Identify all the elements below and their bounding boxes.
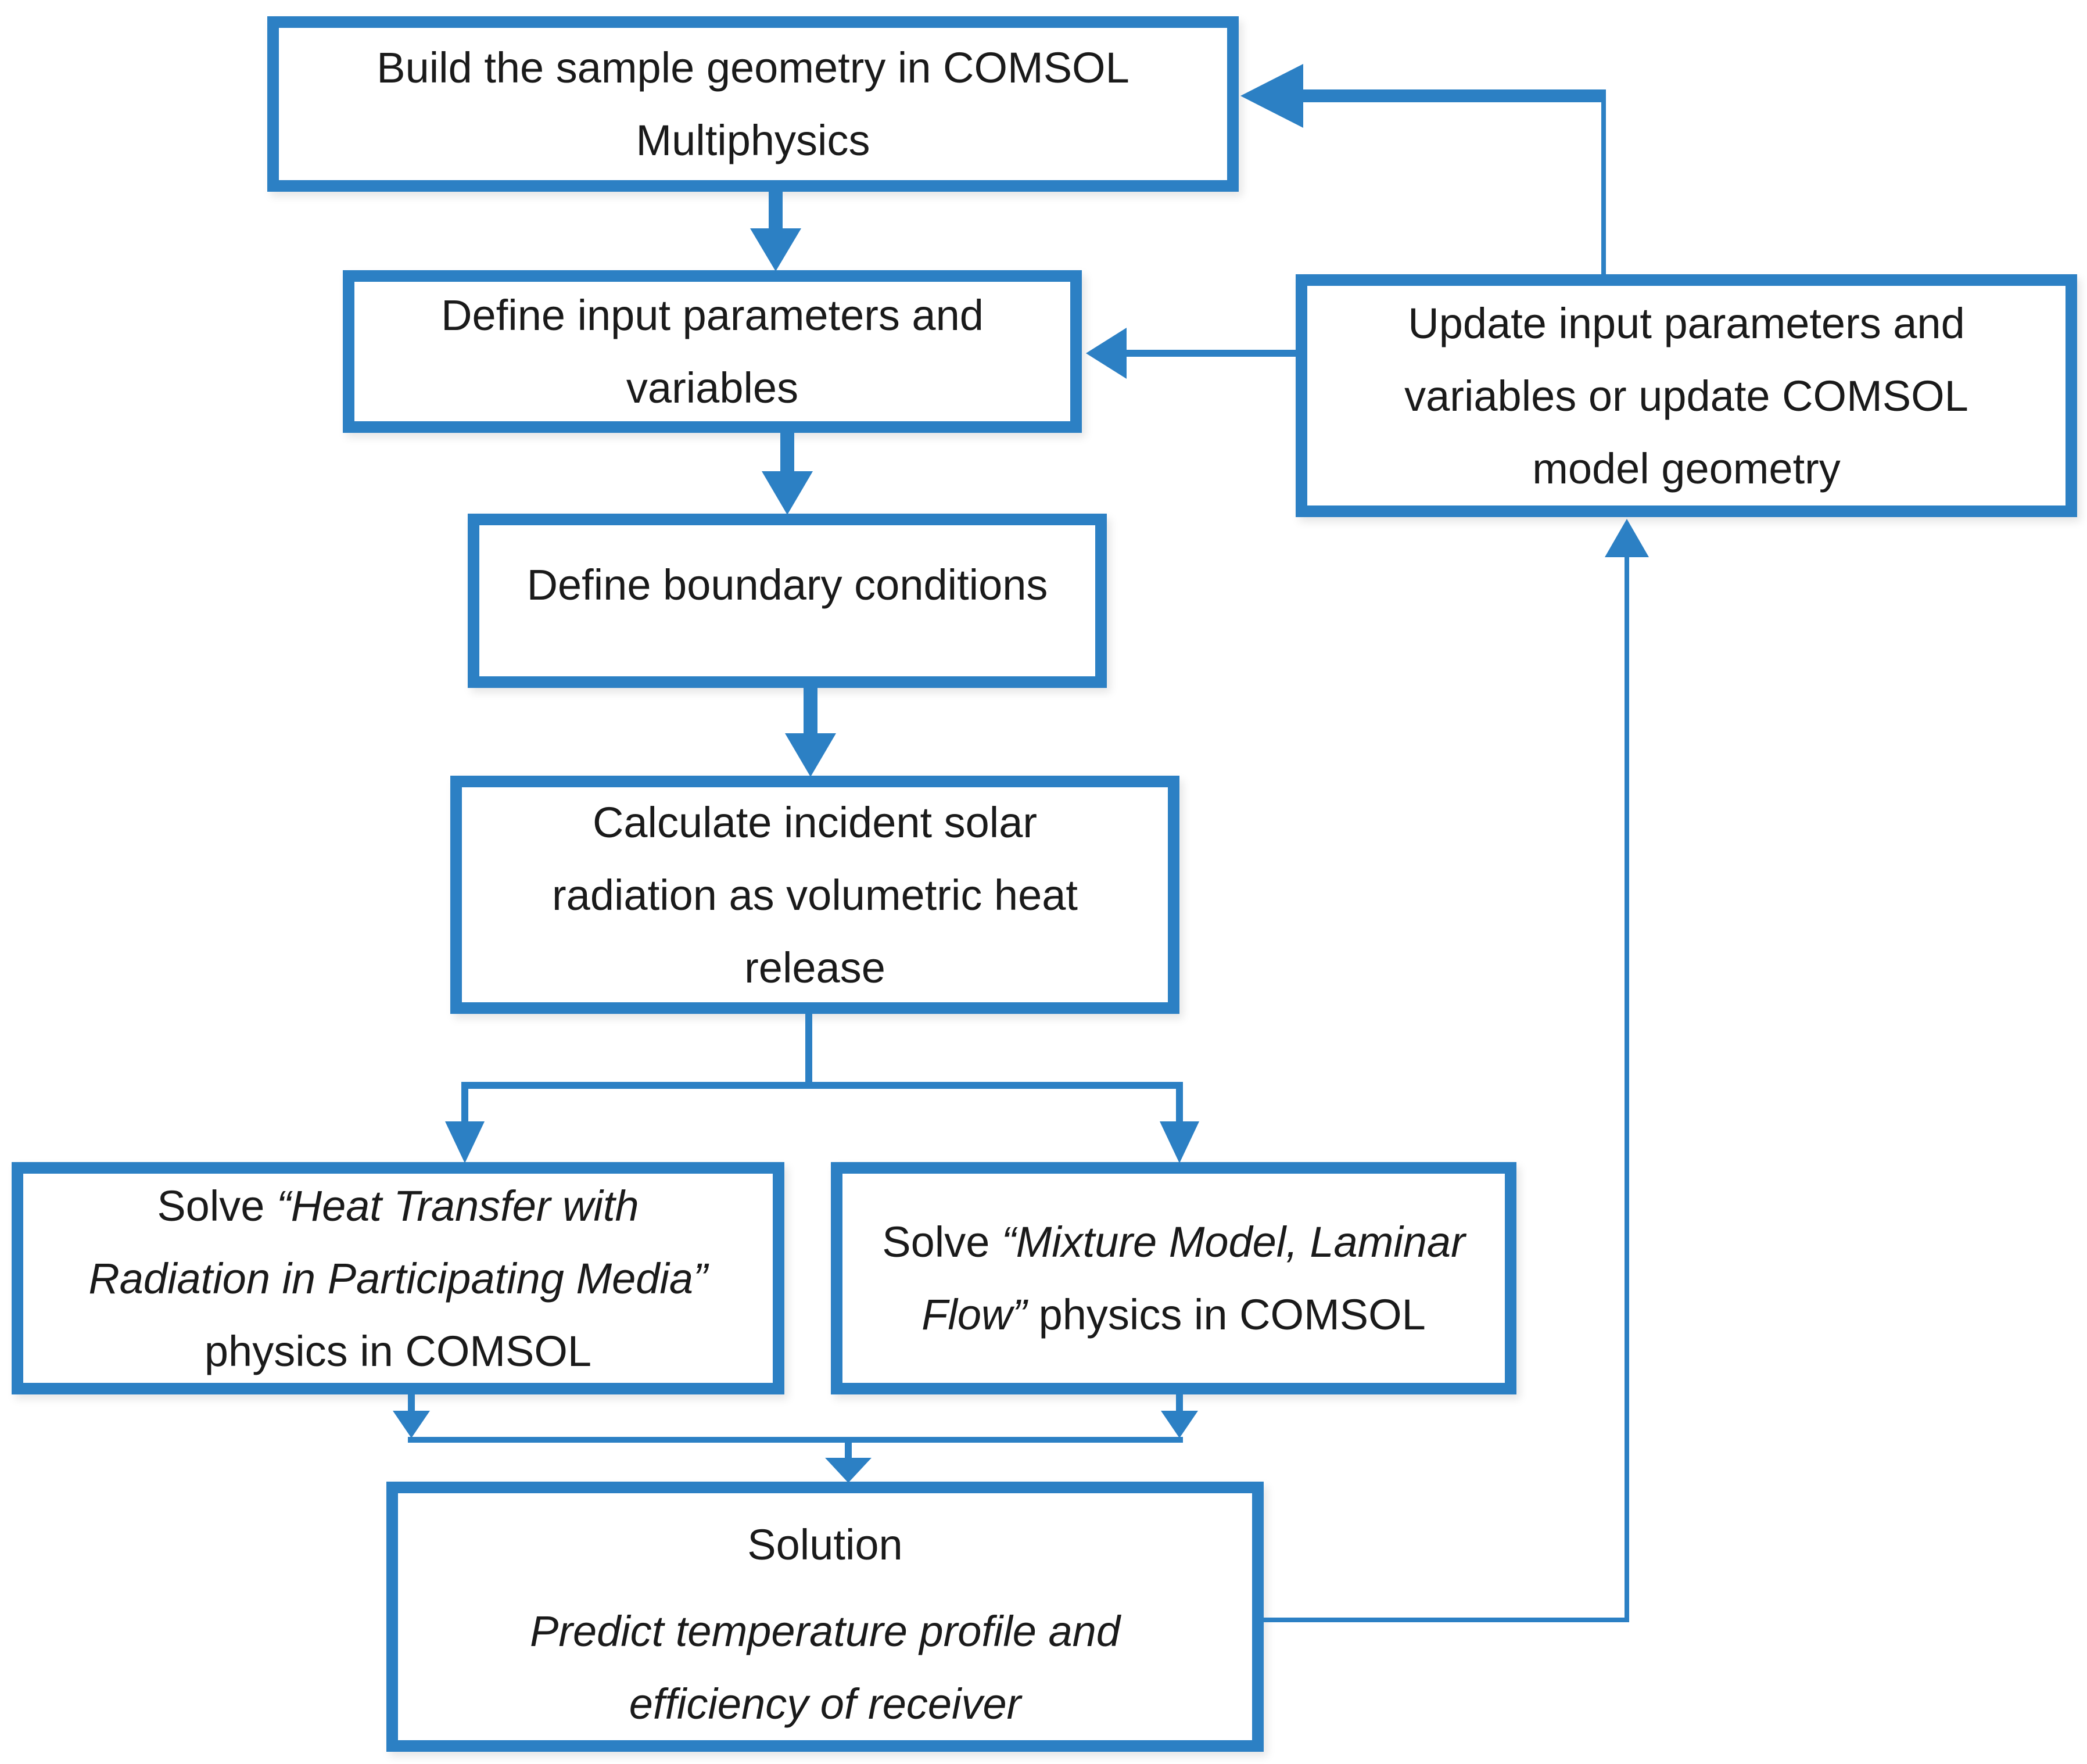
node-text-line: Solve “Heat Transfer with [157,1170,639,1242]
flowchart-node-build-geometry: Build the sample geometry in COMSOL Mult… [267,16,1239,192]
arrow-down-icon [1160,1121,1199,1165]
merge-center-stem [845,1443,852,1459]
solution-title: Solution [747,1521,903,1569]
node-text-line: radiation as volumetric heat [552,870,1078,919]
arrow-left-icon [1084,328,1127,379]
split-bar [461,1082,1183,1089]
arrow-down-icon [750,228,801,273]
arrow-inputs-to-boundary-shaft [780,433,794,472]
node-text-line: Define boundary conditions [526,561,1048,609]
node-text-line: Flow” physics in COMSOL [921,1278,1426,1351]
merge-left-drop [408,1394,415,1412]
arrow-down-icon [825,1458,872,1485]
arrow-down-icon [393,1411,430,1440]
node-text-line: Multiphysics [636,116,870,164]
solve-physics-name: “Heat Transfer with [276,1181,639,1230]
node-text-line: Build the sample geometry in COMSOL [376,44,1129,92]
node-text-line: variables or update COMSOL [1404,371,1968,420]
flowchart-node-solve-heat-transfer: Solve “Heat Transfer with Radiation in P… [12,1162,784,1394]
node-text-line: Define input parameters and [441,291,984,339]
solve-prefix: Solve [882,1218,1002,1266]
solve-prefix: Solve [157,1181,277,1230]
feedback-solution-horizontal [1264,1618,1629,1622]
node-text-line: variables [626,364,799,412]
split-right-drop [1176,1089,1183,1123]
flowchart-node-solar-radiation: Calculate incident solar radiation as vo… [450,776,1179,1014]
solve-physics-name: Radiation in Participating Media” [88,1254,708,1303]
flowchart-node-solution: Solution Predict temperature profile and… [386,1482,1264,1752]
flowchart-node-define-inputs: Define input parameters and variables [343,270,1082,433]
arrow-down-icon [1161,1411,1198,1440]
merge-bar [408,1437,1183,1443]
feedback-update-to-inputs-shaft [1121,350,1296,357]
solve-physics-name: Flow” [921,1290,1027,1339]
feedback-update-vertical [1601,98,1606,274]
arrow-down-icon [762,471,813,517]
solve-physics-name: “Mixture Model, Laminar [1001,1218,1465,1266]
merge-right-drop [1176,1394,1183,1412]
feedback-update-horizontal [1301,89,1606,102]
split-stem [805,1014,812,1085]
node-text-line: model geometry [1532,444,1841,493]
feedback-solution-vertical [1625,553,1629,1620]
flowchart-node-boundary-conditions: Define boundary conditions [468,514,1107,688]
solution-detail-line: Predict temperature profile and [530,1607,1120,1655]
arrow-boundary-to-solar-shaft [804,688,817,734]
arrow-down-icon [445,1121,485,1165]
solution-detail-line: efficiency of receiver [629,1680,1021,1728]
node-text-line: Calculate incident solar [592,798,1038,847]
solve-suffix: physics in COMSOL [1027,1290,1426,1339]
node-text-line: release [744,943,885,992]
node-text-line: Update input parameters and [1408,299,1965,347]
arrow-up-icon [1605,517,1649,557]
node-text-line: Solve “Mixture Model, Laminar [882,1206,1465,1278]
arrow-left-icon [1239,64,1303,128]
node-text-line: physics in COMSOL [204,1326,592,1375]
flowchart-node-update-parameters: Update input parameters and variables or… [1296,274,2077,517]
split-left-drop [461,1089,468,1123]
arrow-build-to-inputs-shaft [769,192,783,230]
arrow-down-icon [785,733,836,779]
flowchart-node-solve-mixture-model: Solve “Mixture Model, Laminar Flow” phys… [831,1162,1516,1394]
